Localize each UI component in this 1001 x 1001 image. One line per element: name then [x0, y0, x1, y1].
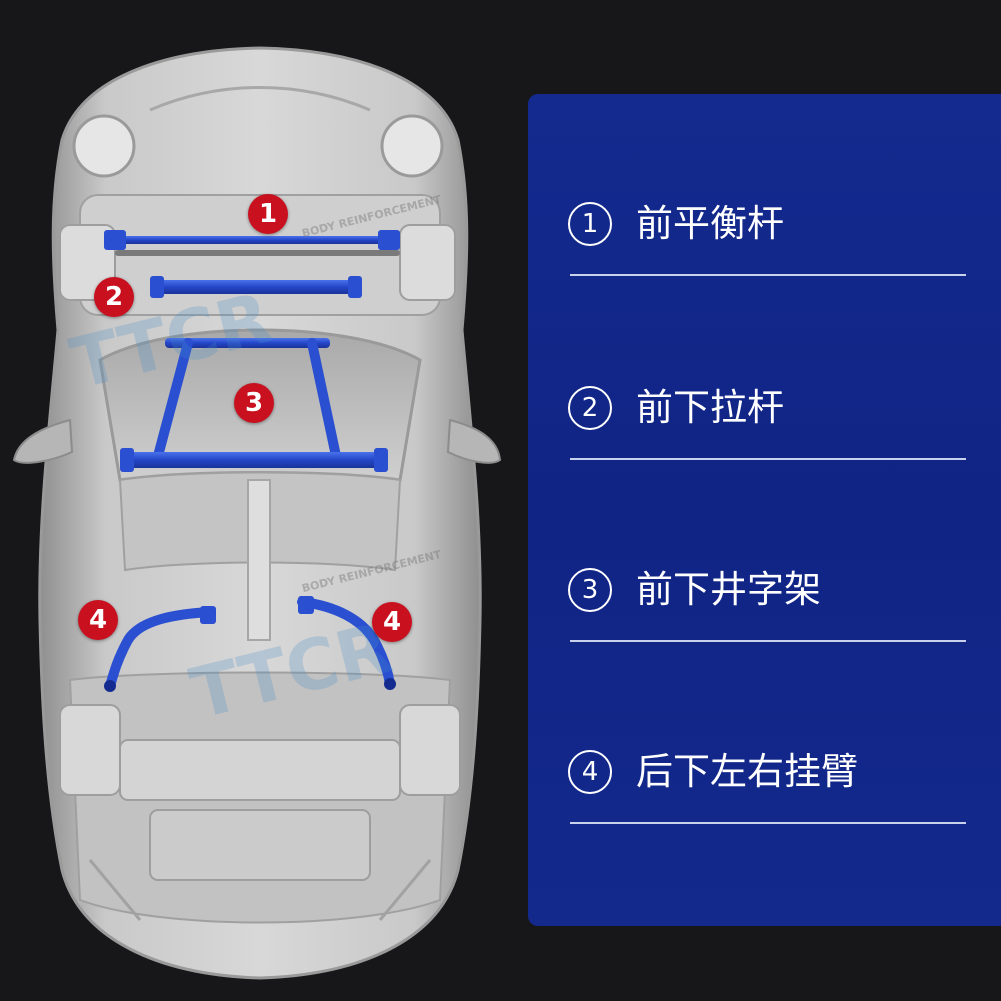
rear-lower-arm-right: [297, 596, 396, 690]
legend-item-3: 3 前下井字架: [568, 568, 968, 648]
marker-1: 1: [248, 194, 288, 234]
legend-item-2: 2 前下拉杆: [568, 386, 968, 466]
legend-item-4: 4 后下左右挂臂: [568, 750, 968, 830]
marker-4-right: 4: [372, 602, 412, 642]
left-headlight: [72, 114, 136, 178]
marker-2: 2: [94, 277, 134, 317]
marker-3: 3: [234, 383, 274, 423]
legend-label-2: 前下拉杆: [636, 386, 784, 429]
legend-divider: [570, 822, 966, 824]
legend-panel: 1 前平衡杆 2 前下拉杆 3 前下井字架 4 后下左右挂臂: [528, 94, 1001, 926]
front-strut-bar: [104, 230, 400, 256]
legend-number-4: 4: [568, 750, 612, 794]
legend-item-1: 1 前平衡杆: [568, 202, 968, 282]
marker-4-left: 4: [78, 600, 118, 640]
legend-number-1: 1: [568, 202, 612, 246]
rear-lower-arm-left: [104, 606, 216, 692]
center-tunnel: [247, 479, 271, 641]
legend-label-1: 前平衡杆: [636, 202, 784, 245]
left-mirror: [12, 418, 74, 464]
legend-divider: [570, 274, 966, 276]
right-mirror: [446, 418, 502, 464]
legend-divider: [570, 640, 966, 642]
legend-divider: [570, 458, 966, 460]
legend-label-3: 前下井字架: [636, 568, 821, 611]
right-headlight: [380, 114, 444, 178]
front-lower-frame: [120, 338, 388, 472]
front-lower-tie-bar: [150, 276, 362, 298]
legend-label-4: 后下左右挂臂: [636, 750, 858, 793]
legend-number-3: 3: [568, 568, 612, 612]
legend-number-2: 2: [568, 386, 612, 430]
